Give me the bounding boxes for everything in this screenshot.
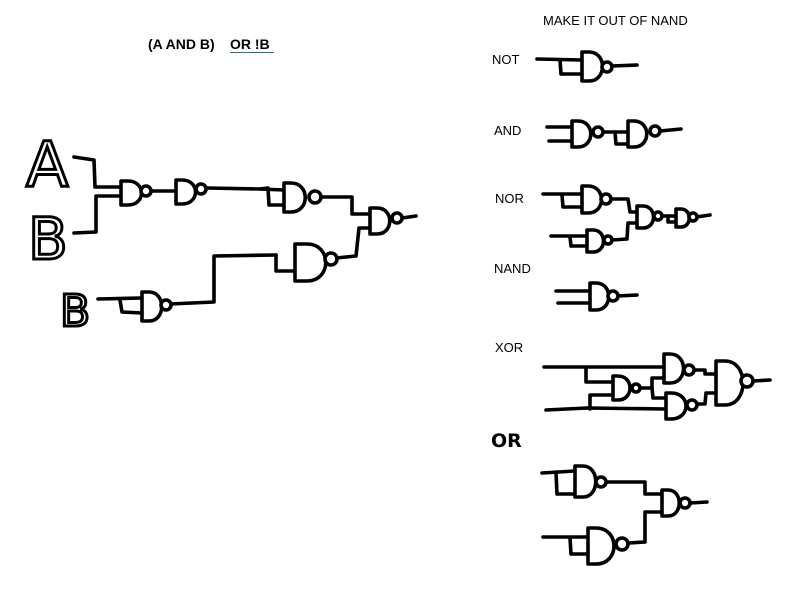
wire-nand2-nand3 [258, 187, 286, 192]
nand-gate [368, 206, 392, 236]
input-label-b: B [28, 205, 68, 273]
nand-bubble [594, 475, 608, 489]
wire-and-mid-split [613, 130, 630, 146]
nand-gate [573, 464, 598, 499]
xor-circuit [542, 352, 772, 421]
wire-b [72, 194, 123, 235]
nand-circuit [554, 281, 639, 312]
wire-or-top-out [604, 480, 664, 496]
wire-and-out [658, 127, 683, 133]
nand-bubble [687, 211, 699, 223]
wire-not-out [610, 63, 639, 68]
not-circuit [535, 50, 639, 83]
wire-xor-out [751, 378, 772, 383]
nand-gate [282, 181, 307, 214]
wire-xor-mid-top [639, 376, 666, 390]
wire-b-in-split [118, 298, 144, 315]
nand-gate [174, 178, 198, 206]
nand-gate [140, 290, 164, 323]
wire-xor-mid-bot [650, 386, 668, 400]
nor-circuit [541, 184, 712, 254]
title-and-part: (A AND B) [148, 36, 215, 52]
wire-or-bot-out [626, 510, 664, 545]
input-label-a: A [26, 128, 68, 201]
nand-gate [585, 228, 606, 254]
nand-gate [660, 488, 682, 518]
wire-xor-a-split [584, 365, 615, 384]
nand-gate [580, 50, 605, 83]
nand-gate [714, 359, 745, 407]
nand-gate [570, 119, 593, 149]
wire-nor-in1-split [560, 193, 584, 209]
wire-xor-in-b [544, 406, 668, 412]
wire-xor-top-out [691, 368, 718, 376]
nand-bubble [630, 382, 642, 394]
main-circuit [72, 155, 418, 323]
wire-nor-top-out [609, 197, 639, 214]
wire-not-split [558, 58, 584, 76]
wire-nor-bot-out [610, 221, 639, 242]
header-label: MAKE IT OUT OF NAND [543, 13, 688, 28]
nand-bubble [323, 251, 339, 267]
wire-a [72, 155, 123, 189]
title-or-part: OR !B [230, 36, 270, 52]
nand-bubble [390, 211, 404, 225]
nand-bubble [739, 373, 755, 389]
nand-gate [626, 119, 649, 149]
nand-gate [119, 179, 144, 207]
nand-bubble [194, 182, 208, 196]
wire-xor-bot-out [695, 391, 718, 406]
wire-notb-split [274, 253, 297, 273]
wire-or-in2-split [568, 536, 590, 556]
wire-or-in1 [540, 469, 577, 475]
nand-gate [293, 242, 328, 283]
nand-gate [664, 391, 688, 421]
wire-nand3-out [320, 195, 372, 216]
section-label-nor: NOR [495, 191, 524, 206]
section-label-not: NOT [492, 52, 520, 67]
nand-gate [580, 184, 604, 215]
nand-bubble [614, 536, 630, 552]
section-label-nand: NAND [494, 261, 531, 276]
nand-bubble [159, 298, 173, 312]
nand-gate [674, 207, 692, 229]
nand-bubble [600, 60, 614, 74]
section-label-and: AND [494, 123, 521, 138]
wire-or-in1-split [554, 470, 577, 496]
and-circuit [545, 119, 683, 149]
nand-bubble [678, 496, 692, 510]
nand-bubble [682, 363, 696, 377]
nand-gate [588, 281, 611, 312]
nand-bubble [307, 189, 323, 205]
nand-bubble [599, 192, 613, 206]
nand-bubble [139, 184, 153, 198]
wire-notb [168, 253, 278, 306]
nand-gate [611, 374, 632, 402]
nand-bubble [685, 398, 699, 412]
nand-bubble [602, 234, 614, 246]
wire-or-out [688, 500, 709, 505]
or-circuit [540, 464, 709, 566]
wire-nor-mid-split [666, 214, 678, 224]
section-label-or: OR [491, 430, 522, 452]
input-label-b-second: B [60, 286, 90, 337]
nand-bubble [648, 124, 662, 138]
nand-bubble [591, 125, 605, 139]
nand-gate [662, 352, 686, 385]
wire-nand5-out [334, 226, 372, 260]
nand-bubble [652, 210, 664, 222]
wire-output [400, 214, 418, 220]
nand-gate [586, 526, 616, 566]
nand-bubble [606, 289, 620, 303]
wire-nor-in2-split [568, 235, 589, 248]
nand-gate [635, 204, 656, 230]
wire-nand-out [615, 293, 639, 298]
wire-xor-b-split [588, 393, 615, 411]
section-label-xor: XOR [495, 340, 523, 355]
